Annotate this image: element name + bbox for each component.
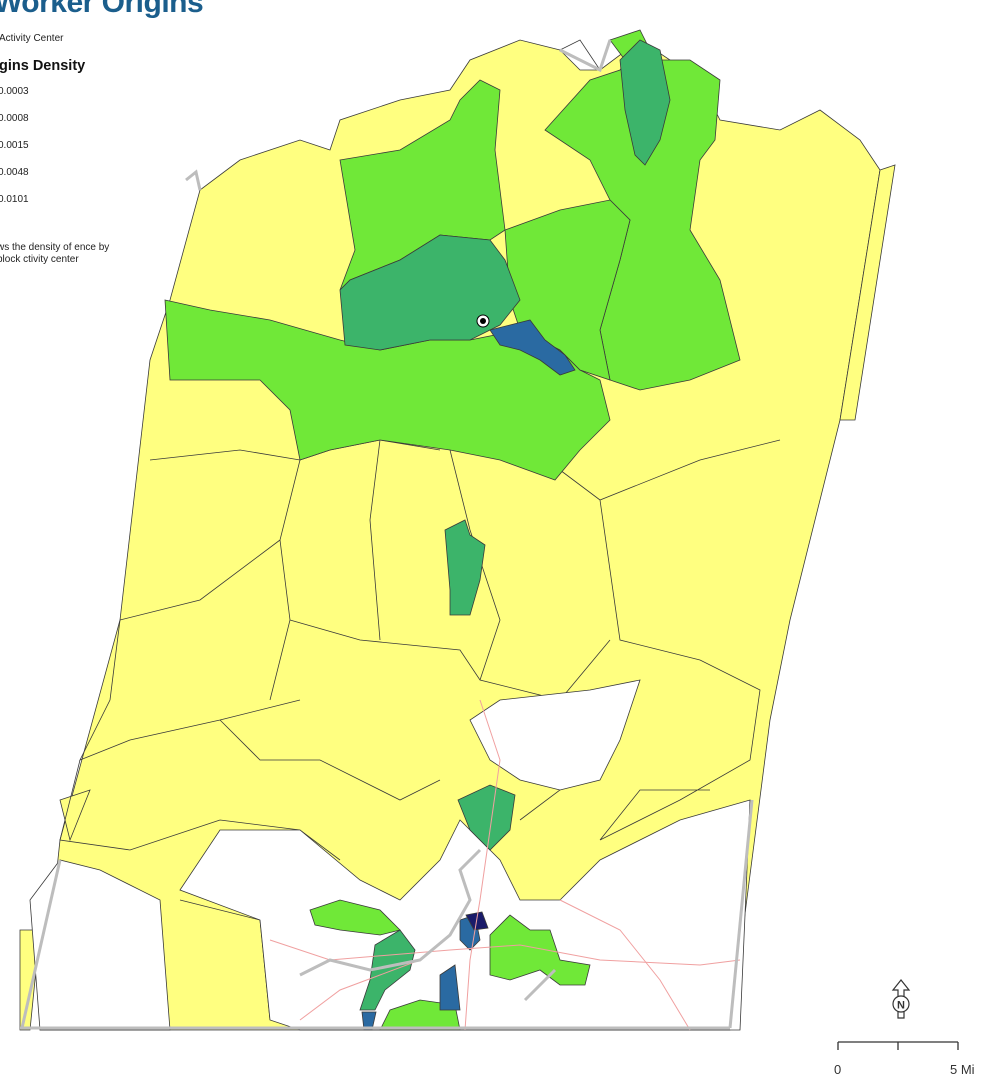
scale-bar: 0 5 Mi bbox=[830, 1038, 980, 1086]
legend-item-label: 0.0008 bbox=[0, 113, 29, 124]
density-class-3-areas bbox=[339, 39, 671, 1011]
mid-green-south-west bbox=[359, 929, 416, 1011]
outline-south bbox=[299, 848, 482, 977]
road bbox=[269, 939, 741, 966]
legend-item-label: 0.0003 bbox=[0, 86, 29, 97]
blue-center-river bbox=[489, 319, 576, 376]
road bbox=[559, 899, 691, 1031]
blue-south-2 bbox=[439, 964, 461, 1011]
density-class-2-areas bbox=[164, 29, 741, 1031]
mid-green-north bbox=[619, 39, 671, 166]
activity-center-marker[interactable] bbox=[476, 314, 490, 328]
green-south-west bbox=[309, 899, 401, 936]
outline-east bbox=[728, 799, 754, 1029]
outline-west bbox=[20, 859, 62, 1029]
legend-item-label: 0.0048 bbox=[0, 167, 29, 178]
mid-green-center bbox=[339, 234, 521, 351]
legend-item-label: 0.0101 bbox=[0, 194, 29, 205]
road-lines bbox=[269, 699, 741, 1031]
outline-south-east bbox=[523, 968, 557, 1002]
north-letter: N bbox=[897, 1000, 905, 1012]
blue-south-3 bbox=[361, 1011, 377, 1031]
scale-start-label: 0 bbox=[834, 1062, 842, 1077]
legend-item-label: 0.0015 bbox=[0, 140, 29, 151]
outline-top bbox=[559, 39, 612, 73]
north-arrow-icon: N bbox=[891, 979, 911, 1019]
map-title: Worker Origins bbox=[0, 0, 204, 19]
no-data-areas bbox=[29, 39, 751, 1031]
mid-green-south bbox=[457, 784, 516, 851]
road bbox=[299, 959, 421, 1021]
outline-river-west bbox=[185, 169, 202, 191]
green-south-east bbox=[489, 914, 591, 986]
legend-note: ws the density of ence by block ctivity … bbox=[0, 242, 110, 265]
map-east-strip bbox=[839, 164, 896, 421]
no-data-east bbox=[469, 679, 641, 791]
scale-end-label: 5 Mi bbox=[950, 1062, 975, 1077]
county-outline bbox=[20, 39, 754, 1030]
map-subtitle: Activity Center bbox=[0, 33, 64, 44]
road bbox=[464, 699, 501, 1031]
mid-green-south-central bbox=[444, 519, 486, 616]
legend-heading: gins Density bbox=[0, 58, 86, 74]
